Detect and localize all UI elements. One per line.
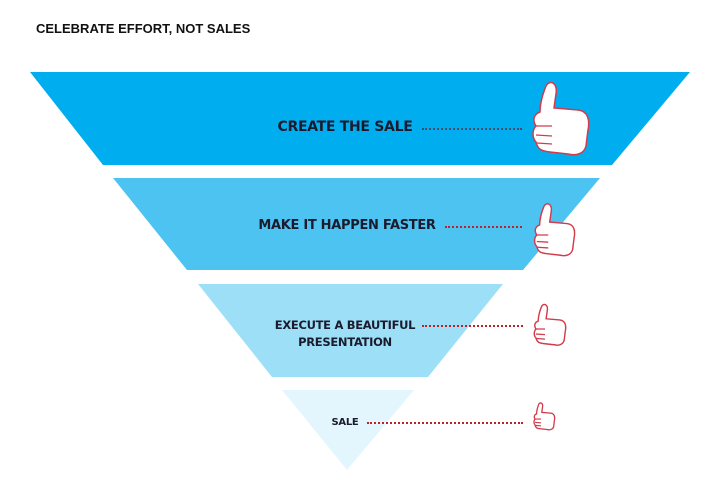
level-4-label: SALE xyxy=(331,417,359,428)
thumbs-up-icon xyxy=(533,402,556,431)
level-2-label: MAKE IT HAPPEN FASTER xyxy=(258,218,436,233)
thumbs-up-icon xyxy=(532,81,590,156)
level-3-label-line1: EXECUTE A BEAUTIFUL xyxy=(274,318,416,332)
funnel-level-1 xyxy=(30,72,690,165)
level-3-label-line2: PRESENTATION xyxy=(298,335,392,349)
funnel-level-4 xyxy=(282,390,414,470)
level-2-connector xyxy=(445,226,522,228)
level-1-connector xyxy=(422,128,522,130)
funnel-level-3 xyxy=(198,284,503,377)
level-4-connector xyxy=(367,422,523,424)
thumbs-up-icon xyxy=(533,303,567,346)
thumbs-up-icon xyxy=(533,203,576,257)
level-3-connector xyxy=(422,325,523,327)
level-1-label: CREATE THE SALE xyxy=(277,119,413,135)
funnel-level-2 xyxy=(113,178,600,270)
diagram-title: CELEBRATE EFFORT, NOT SALES xyxy=(36,21,251,36)
